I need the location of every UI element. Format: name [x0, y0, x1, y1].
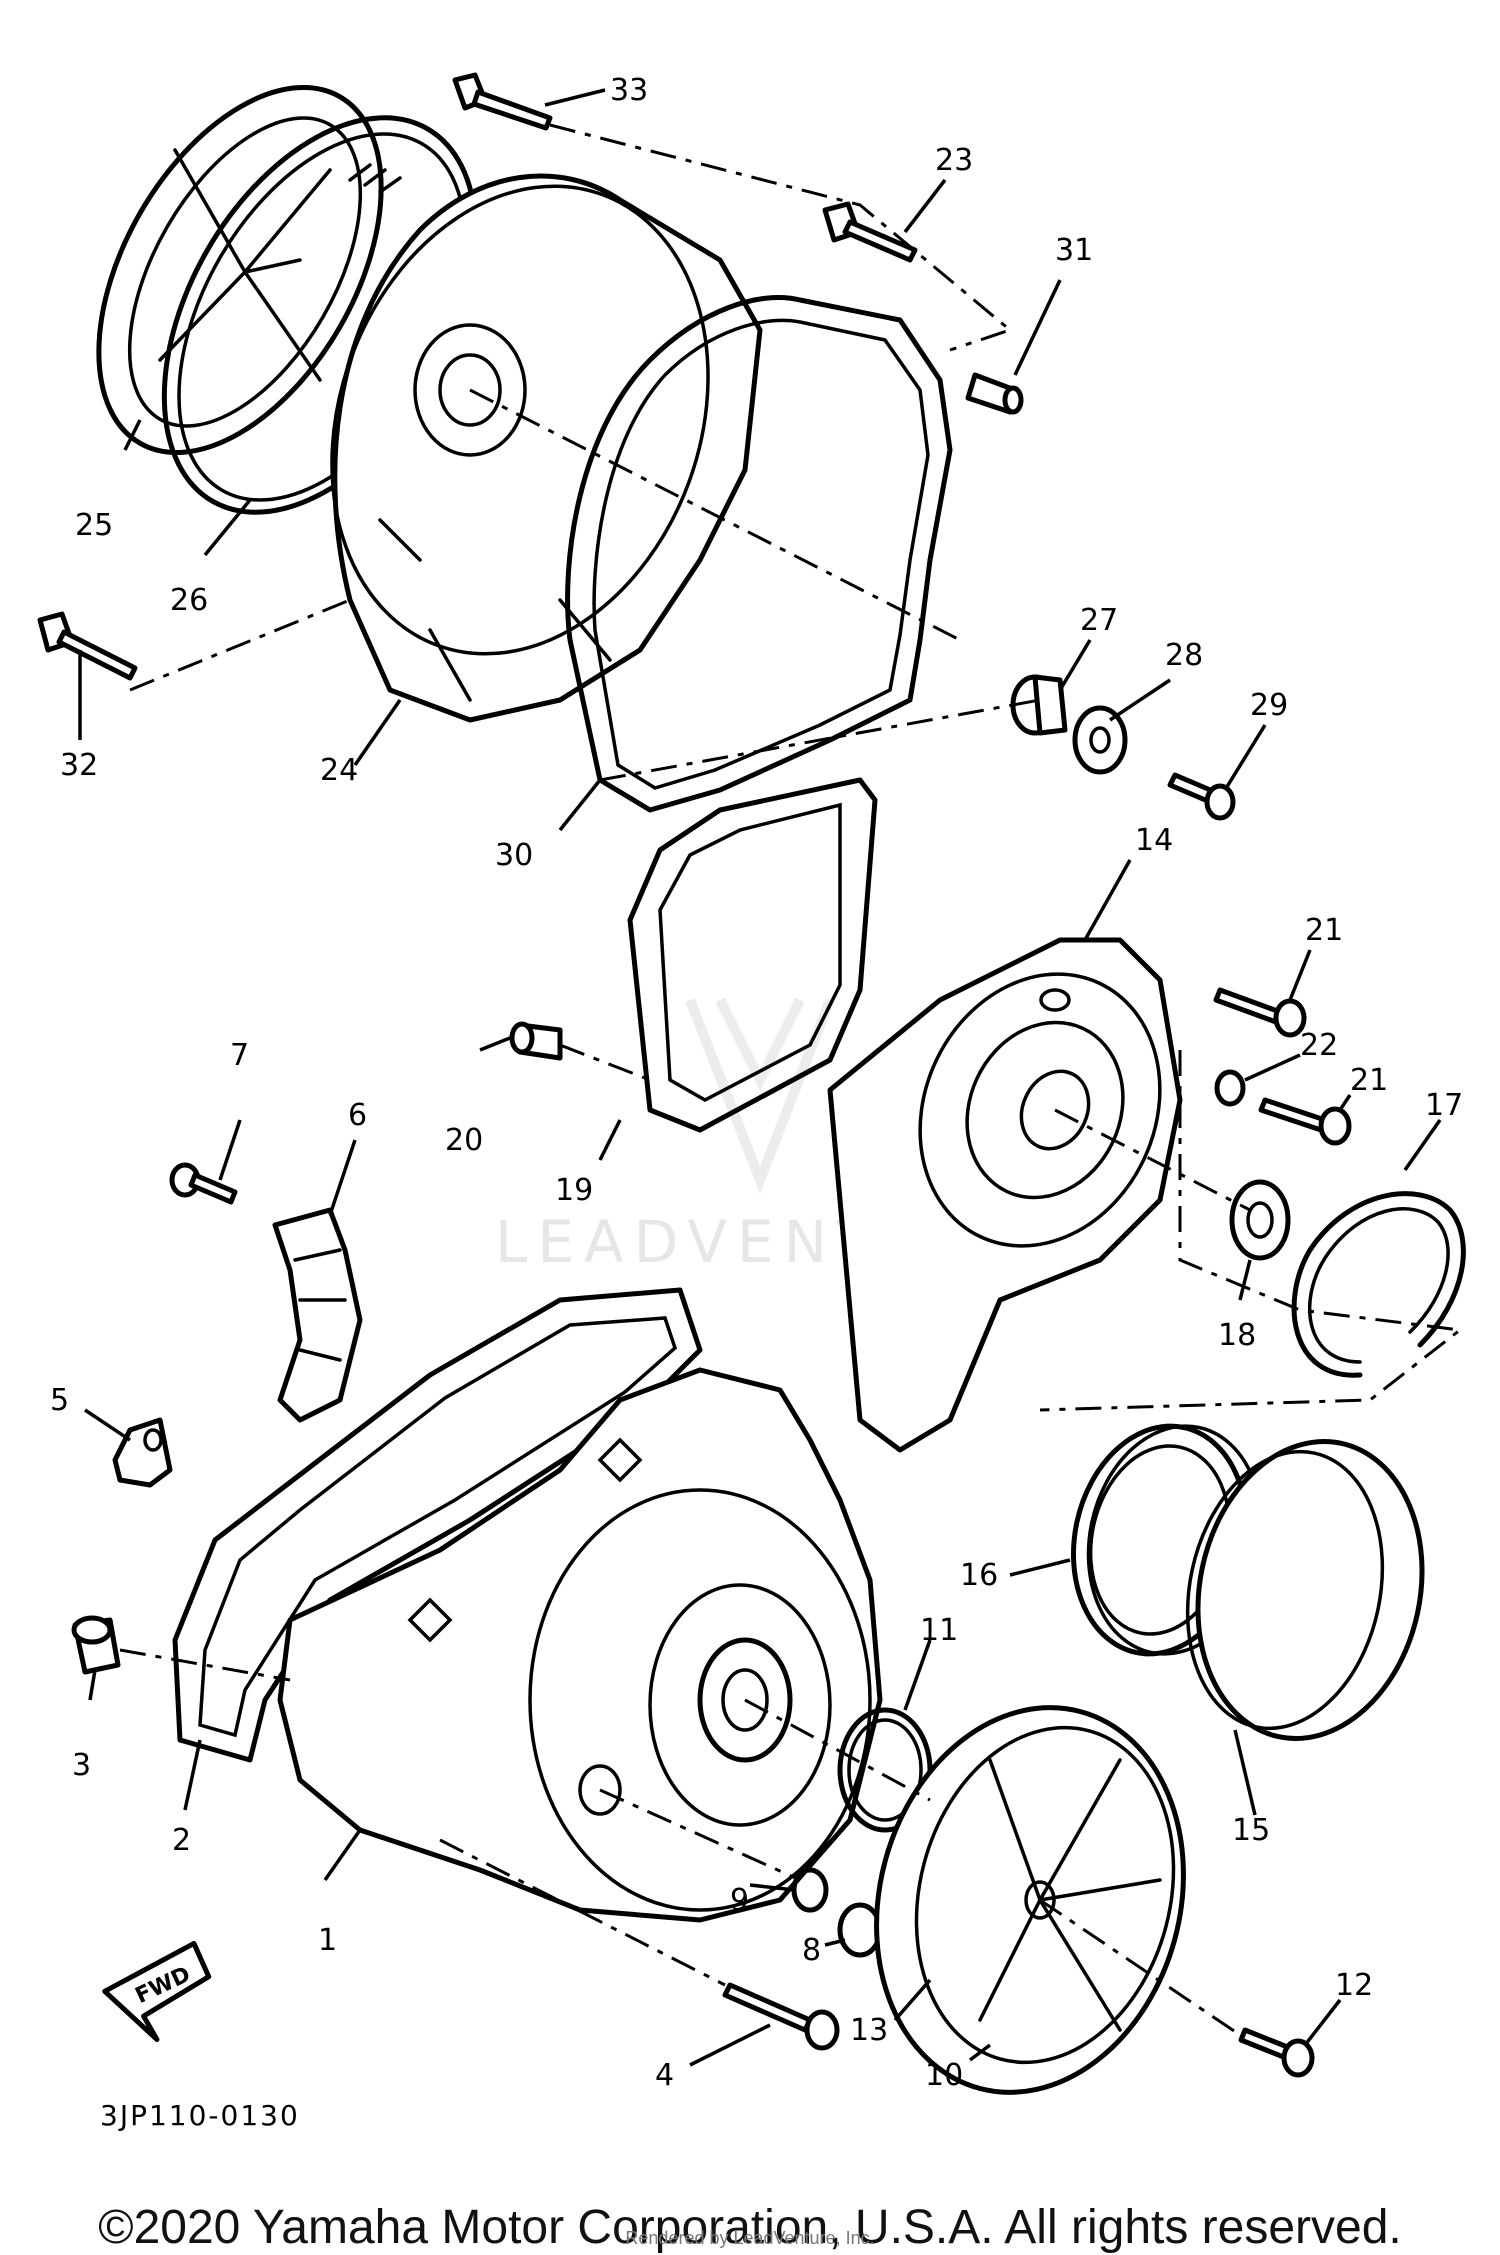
- callout-1: 1: [318, 1923, 337, 1958]
- callout-28: 28: [1165, 638, 1203, 673]
- part-23-bolt: [822, 201, 918, 263]
- callout-29: 29: [1250, 688, 1288, 723]
- part-6-bracket: [272, 1207, 363, 1423]
- part-15-cap: [1185, 1439, 1425, 1741]
- callout-11: 11: [920, 1613, 958, 1648]
- callout-27: 27: [1080, 603, 1118, 638]
- callout-20: 20: [445, 1123, 483, 1158]
- callout-10: 10: [925, 2058, 963, 2093]
- callout-3: 3: [72, 1748, 91, 1783]
- fwd-arrow-icon: FWD: [102, 1940, 212, 2043]
- callout-16: 16: [960, 1558, 998, 1593]
- part-30-gasket: [565, 295, 953, 813]
- callout-22: 22: [1300, 1028, 1338, 1063]
- alignment-lines: [119, 123, 1464, 2037]
- callout-21-lower: 21: [1350, 1063, 1388, 1098]
- part-21-bolt-lower: [1258, 1097, 1352, 1146]
- part-33-bolt: [452, 72, 553, 131]
- part-22-o-ring: [1214, 1069, 1246, 1107]
- callout-24: 24: [320, 753, 358, 788]
- callout-21-upper: 21: [1305, 913, 1343, 948]
- callout-30: 30: [495, 838, 533, 873]
- callout-23: 23: [935, 143, 973, 178]
- callout-15: 15: [1232, 1813, 1270, 1848]
- part-32-bolt: [37, 611, 138, 681]
- part-1-crankcase-cover: [277, 1367, 883, 1923]
- part-17-snap-ring: [1291, 1191, 1466, 1378]
- part-12-bolt: [1238, 2027, 1315, 2078]
- part-18-seal: [1229, 1179, 1291, 1261]
- part-5-clamp: [112, 1417, 173, 1488]
- part-3-dowel: [71, 1615, 121, 1675]
- part-8-plug: [837, 1902, 883, 1958]
- callout-12: 12: [1335, 1968, 1373, 2003]
- part-21-bolt-upper: [1213, 987, 1307, 1038]
- callout-33: 33: [610, 73, 648, 108]
- part-31-dowel: [965, 372, 1024, 415]
- part-9-o-ring: [791, 1867, 829, 1913]
- part-28-washer: [1072, 705, 1128, 775]
- callout-2: 2: [172, 1823, 191, 1858]
- part-19-gasket: [627, 777, 878, 1133]
- copyright-notice: ©2020 Yamaha Motor Corporation, U.S.A. A…: [98, 2201, 1402, 2254]
- part-10-outer-cover: [874, 1705, 1186, 2095]
- callout-8: 8: [802, 1933, 821, 1968]
- part-code: 3JP110-0130: [100, 2099, 300, 2132]
- callout-18: 18: [1218, 1318, 1256, 1353]
- callout-7: 7: [230, 1038, 249, 1073]
- callout-17: 17: [1425, 1088, 1463, 1123]
- callout-labels: 1 2 3 4 5 6 7 8 9 10 11 12 13 14 15 16 1…: [50, 73, 1463, 2093]
- callout-9: 9: [730, 1883, 749, 1918]
- part-14-cover: [827, 937, 1183, 1453]
- part-4-bolt: [722, 1982, 840, 2051]
- part-27-collar: [1010, 674, 1068, 736]
- callout-25: 25: [75, 508, 113, 543]
- callout-5: 5: [50, 1383, 69, 1418]
- part-20-dowel: [509, 1021, 563, 1061]
- callout-13: 13: [850, 2013, 888, 2048]
- callout-6: 6: [348, 1098, 367, 1133]
- callout-32: 32: [60, 748, 98, 783]
- callout-31: 31: [1055, 233, 1093, 268]
- callout-26: 26: [170, 583, 208, 618]
- callout-14: 14: [1135, 823, 1173, 858]
- callout-4: 4: [655, 2058, 674, 2093]
- part-29-bolt: [1167, 772, 1236, 821]
- callout-19: 19: [555, 1173, 593, 1208]
- leader-lines: [78, 88, 1442, 2067]
- rendered-by-notice: Rendered by LeadVenture, Inc.: [625, 2228, 875, 2248]
- part-7-bolt: [169, 1162, 238, 1205]
